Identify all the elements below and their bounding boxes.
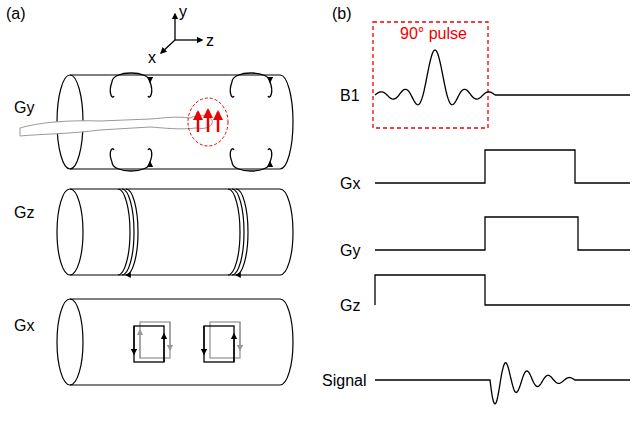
trace-label: B1 xyxy=(340,88,360,104)
axis-label: x xyxy=(148,50,156,66)
trace-label: Gz xyxy=(340,298,360,314)
pulse-box xyxy=(373,22,488,128)
spin-arrows xyxy=(188,98,228,146)
gz-coils xyxy=(118,189,248,275)
patient xyxy=(20,115,212,136)
coil-label: Gz xyxy=(14,205,34,221)
trace-label: Signal xyxy=(322,373,366,389)
gx-coils xyxy=(134,322,240,362)
pulse-label: 90° pulse xyxy=(400,26,467,42)
gy-coils xyxy=(110,73,271,171)
axis-label: y xyxy=(179,4,187,20)
panel-letter: (b) xyxy=(332,6,352,22)
axis-label: z xyxy=(206,33,214,49)
trace-label: Gx xyxy=(340,176,360,192)
coil-label: Gy xyxy=(14,100,34,116)
trace-label: Gy xyxy=(340,243,360,259)
sequence-traces xyxy=(375,50,630,404)
panel-letter: (a) xyxy=(6,6,26,22)
coil-label: Gx xyxy=(14,318,34,334)
